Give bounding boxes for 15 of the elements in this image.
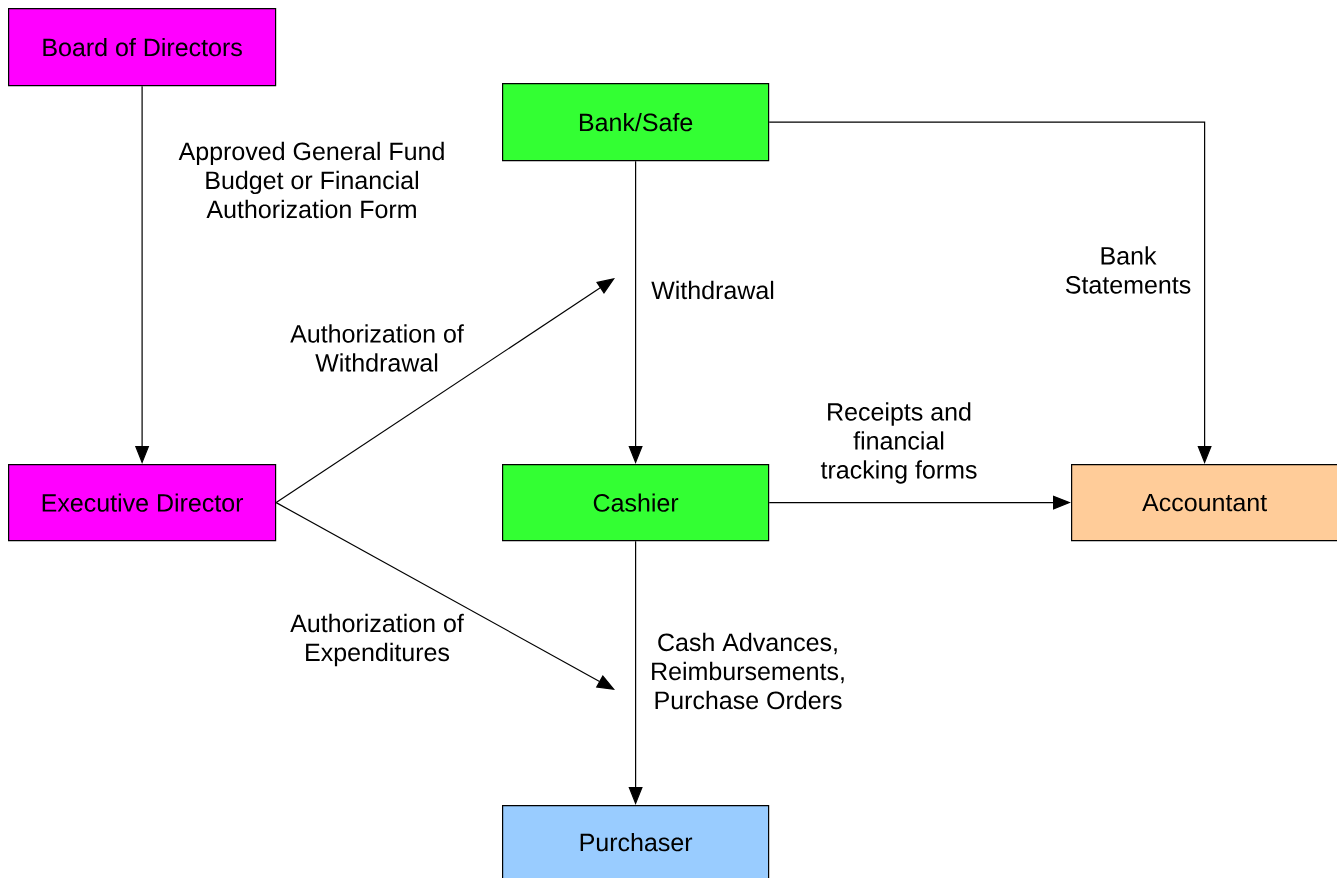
process-box: Executive Director: [8, 464, 277, 542]
arrow: [275, 278, 615, 504]
process-box: Purchaser: [502, 805, 770, 878]
process-box: Board of Directors: [8, 8, 277, 87]
edge-label: Withdrawal: [651, 280, 774, 300]
edge-label: Authorization of Expenditures: [290, 613, 464, 667]
arrow: [275, 502, 615, 690]
edge-label: Bank Statements: [1065, 246, 1191, 294]
process-box: Cashier: [502, 464, 770, 542]
edge-label: Cash Advances, Reimbursements, Purchase Orders: [652, 632, 844, 710]
process-box: Accountant: [1071, 464, 1337, 542]
process-box: Bank/Safe: [502, 83, 770, 162]
edge-label: Receipts and financial tracking forms: [820, 402, 977, 484]
edge-label: Approved General Fund Budget or Financial Authorization Form: [178, 141, 444, 219]
edge-label: Authorization of Withdrawal: [290, 324, 464, 372]
